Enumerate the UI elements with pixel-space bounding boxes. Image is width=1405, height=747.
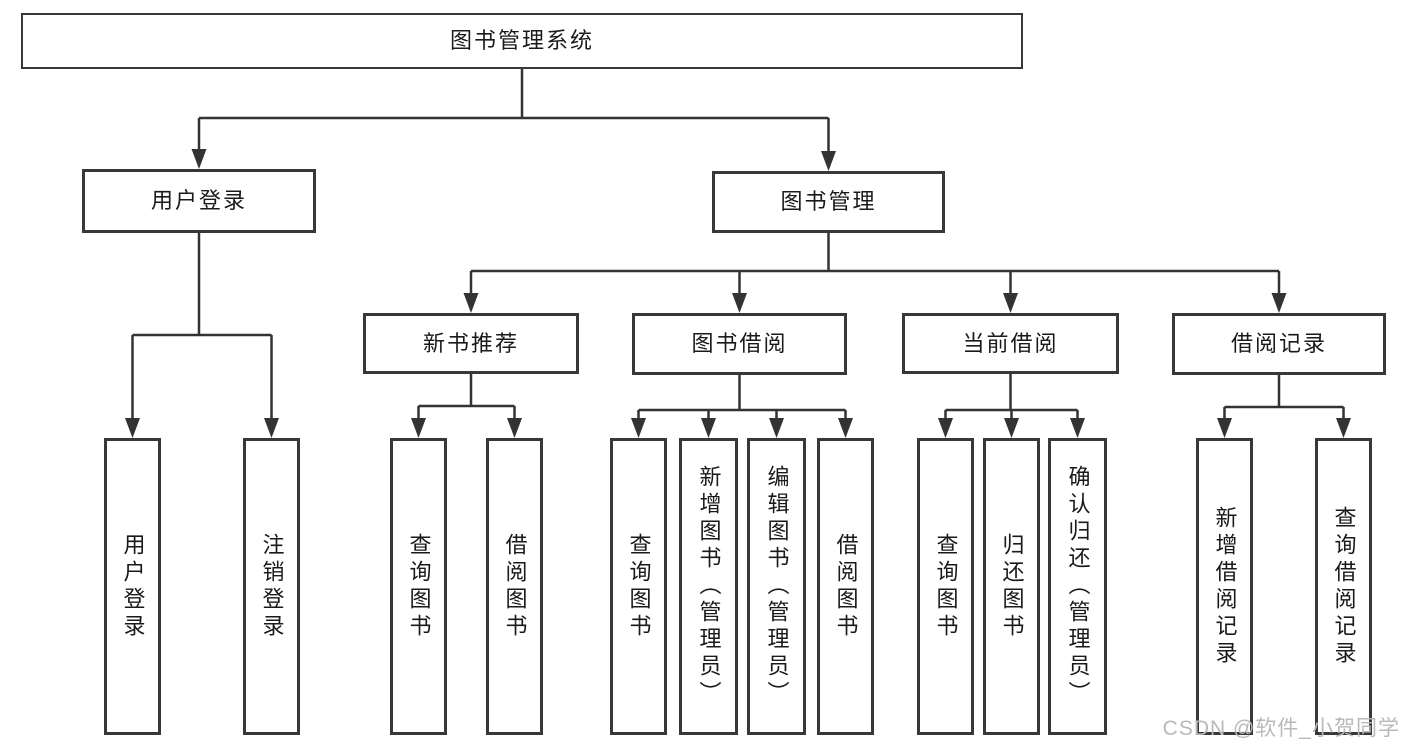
leaf-borrow-query-books-label: 查询图书 [626, 532, 652, 641]
leaf-user-login-label: 用户登录 [120, 532, 146, 641]
leaf-borrow-edit-books-admin-label: 编辑图书（管理员） [764, 465, 790, 708]
leaf-current-query-books: 查询图书 [917, 438, 974, 735]
leaf-borrow-query-books: 查询图书 [610, 438, 667, 735]
node-book-borrow: 图书借阅 [632, 313, 847, 375]
leaf-logout-label: 注销登录 [259, 532, 285, 641]
leaf-borrow-borrow-books-label: 借阅图书 [833, 532, 859, 641]
node-root-label: 图书管理系统 [449, 28, 594, 53]
node-book-borrow-label: 图书借阅 [691, 331, 788, 356]
leaf-newbook-query-books: 查询图书 [390, 438, 447, 735]
leaf-logout: 注销登录 [243, 438, 300, 735]
node-current-borrow: 当前借阅 [902, 313, 1119, 374]
leaf-newbook-borrow-books: 借阅图书 [486, 438, 543, 735]
csdn-watermark: CSDN @软件_小贺同学 [1162, 717, 1400, 740]
leaf-borrow-borrow-books: 借阅图书 [817, 438, 874, 735]
node-root-library-system: 图书管理系统 [21, 13, 1023, 69]
leaf-current-confirm-return-admin-label: 确认归还（管理员） [1065, 465, 1091, 708]
leaf-borrow-add-books-admin: 新增图书（管理员） [679, 438, 738, 735]
node-borrow-record: 借阅记录 [1172, 313, 1386, 375]
leaf-newbook-query-books-label: 查询图书 [406, 532, 432, 641]
node-new-book-recommend: 新书推荐 [363, 313, 579, 374]
node-user-login-label: 用户登录 [150, 188, 247, 213]
leaf-current-return-books-label: 归还图书 [999, 532, 1025, 641]
leaf-user-login: 用户登录 [104, 438, 161, 735]
node-user-login: 用户登录 [82, 169, 316, 233]
node-book-management-label: 图书管理 [780, 189, 877, 214]
leaf-record-query-borrow-record-label: 查询借阅记录 [1331, 505, 1357, 668]
leaf-borrow-add-books-admin-label: 新增图书（管理员） [696, 465, 722, 708]
leaf-current-query-books-label: 查询图书 [933, 532, 959, 641]
leaf-current-return-books: 归还图书 [983, 438, 1040, 735]
node-book-management: 图书管理 [712, 171, 945, 233]
node-borrow-record-label: 借阅记录 [1230, 331, 1327, 356]
leaf-record-add-borrow-record: 新增借阅记录 [1196, 438, 1253, 735]
leaf-record-query-borrow-record: 查询借阅记录 [1315, 438, 1372, 735]
leaf-newbook-borrow-books-label: 借阅图书 [502, 532, 528, 641]
node-current-borrow-label: 当前借阅 [962, 330, 1059, 356]
leaf-current-confirm-return-admin: 确认归还（管理员） [1048, 438, 1107, 735]
leaf-borrow-edit-books-admin: 编辑图书（管理员） [747, 438, 806, 735]
node-new-book-recommend-label: 新书推荐 [422, 330, 519, 356]
leaf-record-add-borrow-record-label: 新增借阅记录 [1212, 505, 1238, 668]
